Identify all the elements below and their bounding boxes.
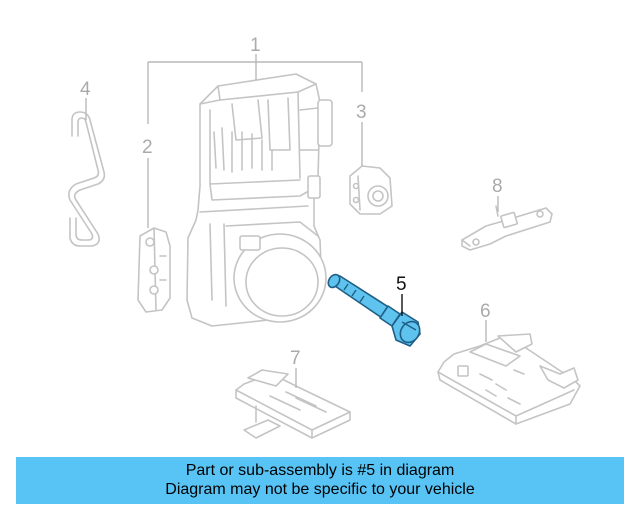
callout-1: 1 <box>250 35 261 56</box>
part-6-plate <box>437 333 581 425</box>
caption-banner: Part or sub-assembly is #5 in diagram Di… <box>16 457 624 504</box>
callout-5: 5 <box>396 274 407 295</box>
caption-line-2: Diagram may not be specific to your vehi… <box>165 481 475 498</box>
part-2-bracket <box>137 227 171 313</box>
part-1-main-assembly <box>186 73 333 327</box>
callouts: 1 2 3 4 5 6 7 8 <box>80 35 503 369</box>
part-7-mount <box>235 369 351 439</box>
leader-lines <box>85 54 499 388</box>
callout-2: 2 <box>142 137 153 158</box>
part-5-bolt <box>327 273 421 347</box>
caption-line-1: Part or sub-assembly is #5 in diagram <box>185 462 455 479</box>
callout-7: 7 <box>290 348 301 369</box>
part-4-clip <box>68 111 106 247</box>
callout-3: 3 <box>356 102 367 123</box>
callout-8: 8 <box>492 176 503 197</box>
callout-6: 6 <box>480 301 491 322</box>
part-8-bracket <box>461 205 553 251</box>
callout-4: 4 <box>80 79 91 100</box>
part-3-sensor <box>349 165 393 215</box>
